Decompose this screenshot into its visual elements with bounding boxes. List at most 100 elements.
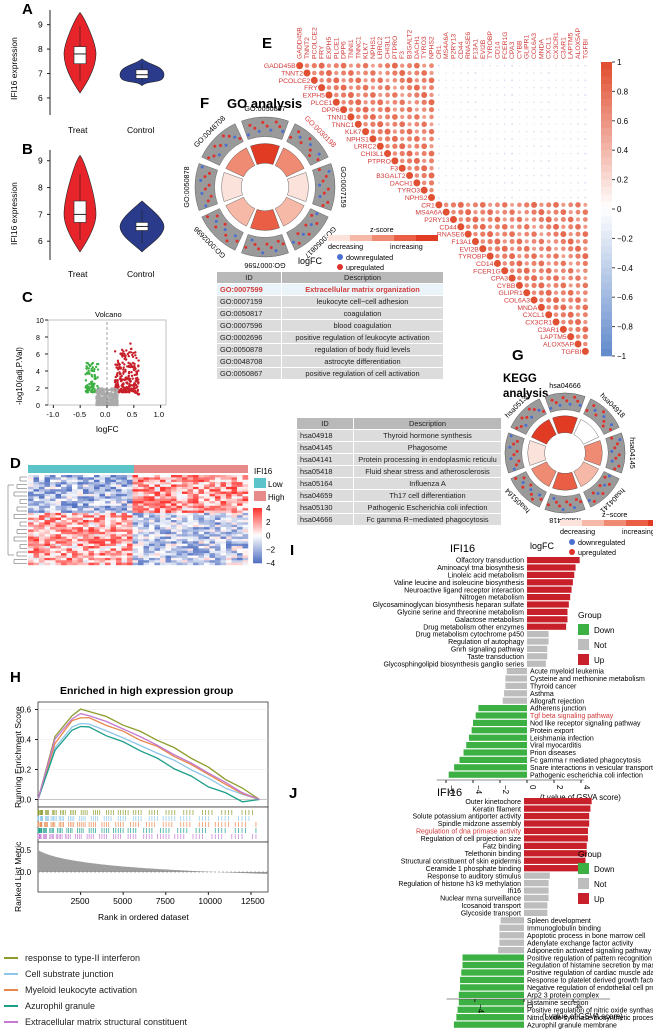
gsva-bar [459,756,527,763]
corr-dot [460,64,462,67]
colorscale-step [253,548,262,551]
heatmap-cell [105,475,111,478]
volcano-point-down [91,384,94,388]
heatmap-cell [66,520,73,523]
volcano-point-up [134,387,137,390]
gsva-bar [473,719,527,726]
heatmap-cell [61,475,67,478]
gsea-legend-item: response to type-II interferon [4,950,187,966]
heatmap-cell [237,522,243,525]
heatmap-cell [127,508,133,511]
corr-row-label: C3AR1 [537,327,559,334]
heatmap-cell [154,479,161,483]
volcano-point-down [96,376,99,379]
xtick-label: 0.5 [127,410,137,419]
corr-dot [493,259,501,267]
circos-gene-dot [613,446,617,450]
heatmap-cell [77,520,84,523]
heatmap-cell [94,534,100,537]
corr-col-label: CHI3L1 [385,36,392,59]
heatmap-cell [33,529,40,533]
corr-dot [474,94,477,96]
corr-dot [429,166,434,171]
colorscale-step [253,517,262,520]
corr-dot [577,72,579,74]
heatmap-cell [50,546,56,549]
corr-scale-step [601,304,612,313]
heatmap-cell [94,555,100,559]
heatmap-cell [28,555,34,559]
volcano-point-up [137,359,140,362]
corr-dot [429,136,434,142]
heatmap-cell [33,515,40,518]
heatmap-cell [215,538,221,542]
corr-dot [460,79,462,82]
heatmap-cell [198,553,205,556]
heatmap-cell [72,475,78,478]
corr-dot [518,86,521,89]
corr-dot [481,79,484,82]
heatmap-cell [165,501,172,504]
panel-i-title: IFI16 [450,543,475,555]
gsva-bar-label: Apoptotic process in bone marrow cell [527,933,646,940]
gsva-bar-label: Azurophil granule membrane [527,1022,617,1029]
corr-dot [562,182,565,184]
heatmap-cell [116,496,122,499]
heatmap-cell [83,489,89,492]
zscore-legend-step [604,520,626,526]
circos-gene-dot [515,449,519,453]
heatmap-cell [220,501,227,504]
gsva-bar [500,917,524,924]
corr-dot [452,86,455,89]
colorscale-label: 0 [266,532,271,541]
heatmap-cell [176,496,183,499]
gsea-xtick-label: 12500 [241,896,265,906]
heatmap-cell [121,484,128,488]
heatmap-cell [77,546,84,549]
panel-b-ylabel: IFI16 expression [9,182,19,245]
heatmap-cell [44,512,51,516]
corr-dot [370,99,376,105]
heatmap-cell [143,517,150,521]
corr-dot [363,70,368,76]
heatmap-cell [110,493,117,497]
circos-gene-dot [308,143,312,147]
corr-dot [503,86,506,89]
heatmap-cell [160,522,166,525]
corr-dot [569,189,572,191]
corr-dot [511,145,513,148]
heatmap-cell [171,557,177,561]
gsva-bar-label: Pathogenic escherichia coli infection [530,772,643,779]
circos-gene-dot [520,416,524,420]
group-legend-label: Up [594,656,605,665]
heatmap-cell [154,548,161,551]
heatmap-cell [72,541,78,544]
corr-dot [421,70,428,76]
heatmap-cell [55,505,62,509]
corr-dot [555,160,557,162]
gsva-bar-label: Cysteine and methionine metabolism [530,676,645,683]
heatmap-cell [94,546,100,549]
heatmap-cell [209,496,216,499]
heatmap-cell [182,493,188,497]
heatmap-cell [204,479,210,483]
corr-dot [406,150,413,157]
heatmap-cell [226,482,232,485]
volcano-point-up [121,378,125,381]
corr-dot [553,282,559,288]
corr-dot [363,78,368,83]
heatmap-cell [198,543,205,547]
heatmap-cell [242,505,249,509]
heatmap-cell [44,527,51,530]
gsva-bar [466,742,527,749]
gsea-es-line [37,708,260,801]
heatmap-cell [50,505,56,509]
corr-dot [533,196,535,199]
corr-dot [577,130,579,133]
circos-gene-dot [276,239,280,243]
heatmap-cell [187,538,194,542]
corr-dot [555,101,557,104]
heatmap-cell [242,491,249,495]
